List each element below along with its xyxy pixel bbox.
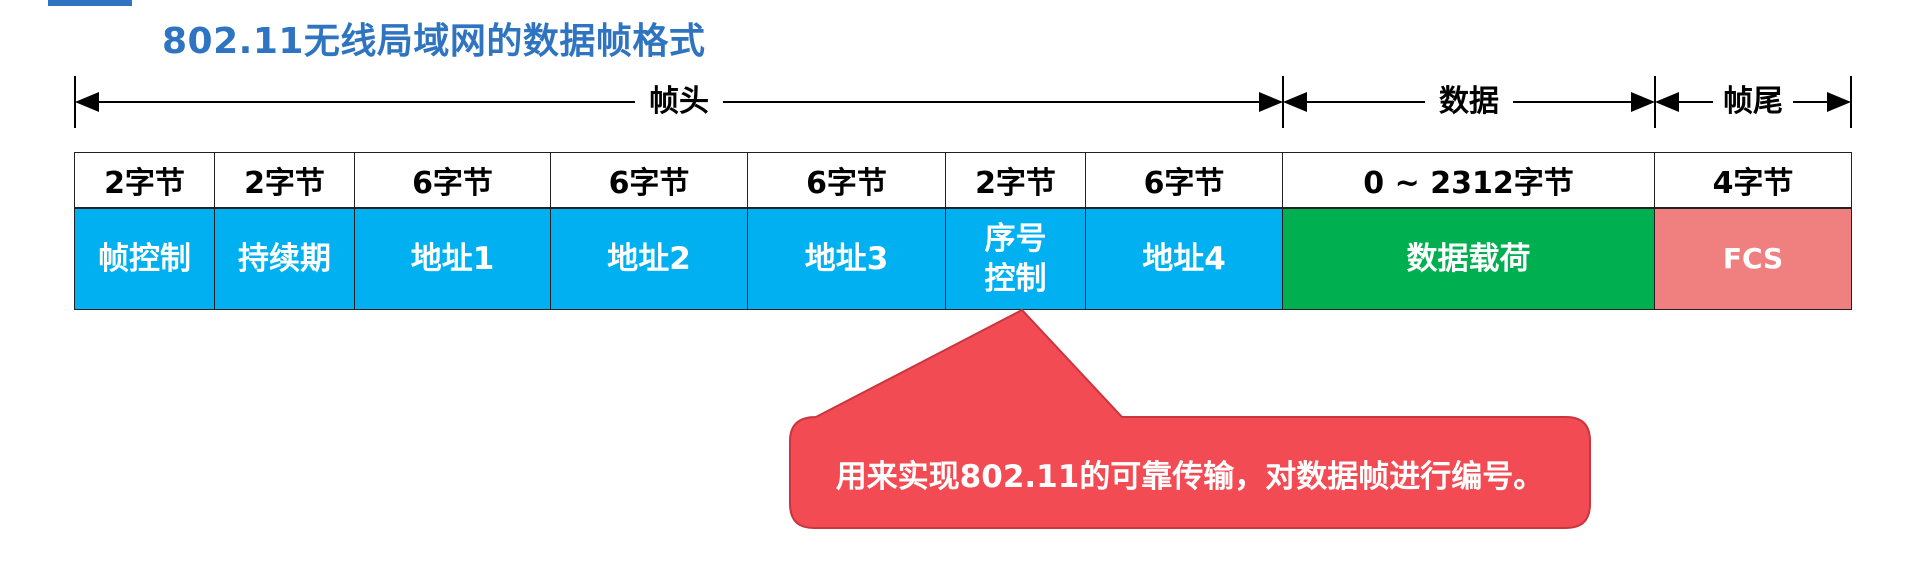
span-label-data: 数据 <box>1425 82 1513 122</box>
field-address-3: 地址3 <box>747 208 946 310</box>
size-cell: 6字节 <box>747 152 946 208</box>
field-address-1: 地址1 <box>354 208 551 310</box>
field-label: 地址4 <box>1142 241 1226 277</box>
field-label: 帧控制 <box>98 241 191 277</box>
field-label: FCS <box>1722 242 1784 275</box>
span-label-header: 帧头 <box>635 82 723 122</box>
size-cell: 6字节 <box>550 152 748 208</box>
field-label: 数据载荷 <box>1406 241 1531 277</box>
field-sequence-control: 序号 控制 <box>945 208 1086 310</box>
field-address-2: 地址2 <box>550 208 748 310</box>
size-cell: 6字节 <box>1085 152 1283 208</box>
field-label: 地址2 <box>607 241 691 277</box>
size-cell: 4字节 <box>1654 152 1852 208</box>
size-cell: 2字节 <box>214 152 355 208</box>
field-duration: 持续期 <box>214 208 355 310</box>
field-fcs: FCS <box>1654 208 1852 310</box>
field-label: 持续期 <box>238 241 331 277</box>
field-data-payload: 数据载荷 <box>1282 208 1655 310</box>
size-cell: 2字节 <box>74 152 215 208</box>
callout-text: 用来实现802.11的可靠传输，对数据帧进行编号。 <box>835 458 1545 495</box>
callout-shape <box>789 308 1591 529</box>
size-cell: 2字节 <box>945 152 1086 208</box>
field-frame-control: 帧控制 <box>74 208 215 310</box>
size-cell: 0 ~ 2312字节 <box>1282 152 1655 208</box>
field-label: 地址1 <box>410 241 495 277</box>
field-label-line1: 序号 <box>984 221 1047 257</box>
size-cell: 6字节 <box>354 152 551 208</box>
page-title: 802.11无线局域网的数据帧格式 <box>162 21 706 62</box>
field-label: 地址3 <box>804 241 889 277</box>
span-indicator-row: 帧头 数据 帧尾 <box>0 72 1918 132</box>
span-label-trailer: 帧尾 <box>1713 82 1793 122</box>
frame-format-table: 2字节 2字节 6字节 6字节 6字节 2字节 6字节 0 ~ 2312字节 4… <box>74 152 1852 310</box>
corner-accent-bar <box>48 0 132 6</box>
field-label-line2: 控制 <box>984 261 1047 297</box>
